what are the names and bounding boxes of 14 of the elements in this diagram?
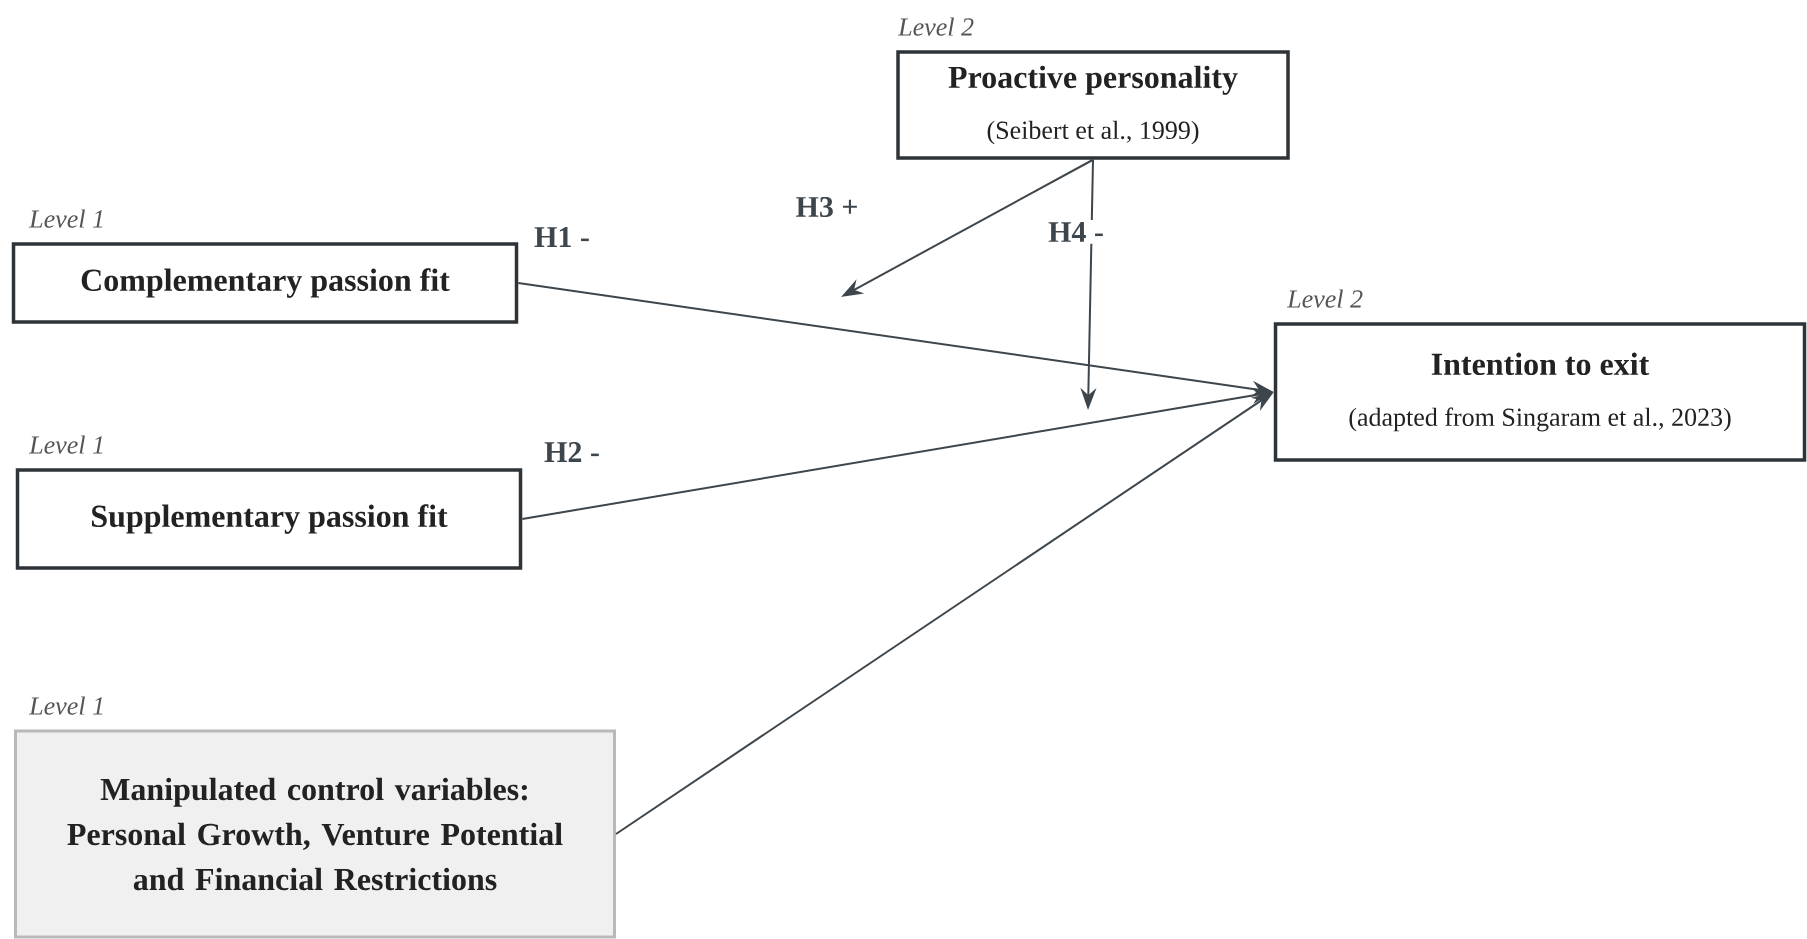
edge-label: H3 +: [793, 194, 861, 220]
variable-box: Proactive personality (Seibert et al., 1999): [896, 50, 1290, 160]
level-label: Level 2: [897, 17, 974, 36]
level-label: Level 1: [28, 209, 103, 228]
variable-box: Supplementary passion fit: [15, 468, 523, 570]
level-label: Level 2: [1286, 289, 1363, 308]
edge-label: H4 -: [1046, 220, 1106, 244]
level-label: Level 1: [28, 435, 103, 454]
variable-box: Complementary passion fit: [11, 242, 519, 324]
variable-box: Intention to exit (adapted from Singaram et al., 2023): [1273, 322, 1807, 462]
edge-label: H1 -: [532, 225, 592, 249]
level-label: Level 1: [28, 696, 103, 715]
variable-box: Manipulated control variables: Personal Growth, Venture Potential and Financial Restrictions: [14, 729, 616, 939]
edge-label: H2 -: [542, 440, 602, 464]
